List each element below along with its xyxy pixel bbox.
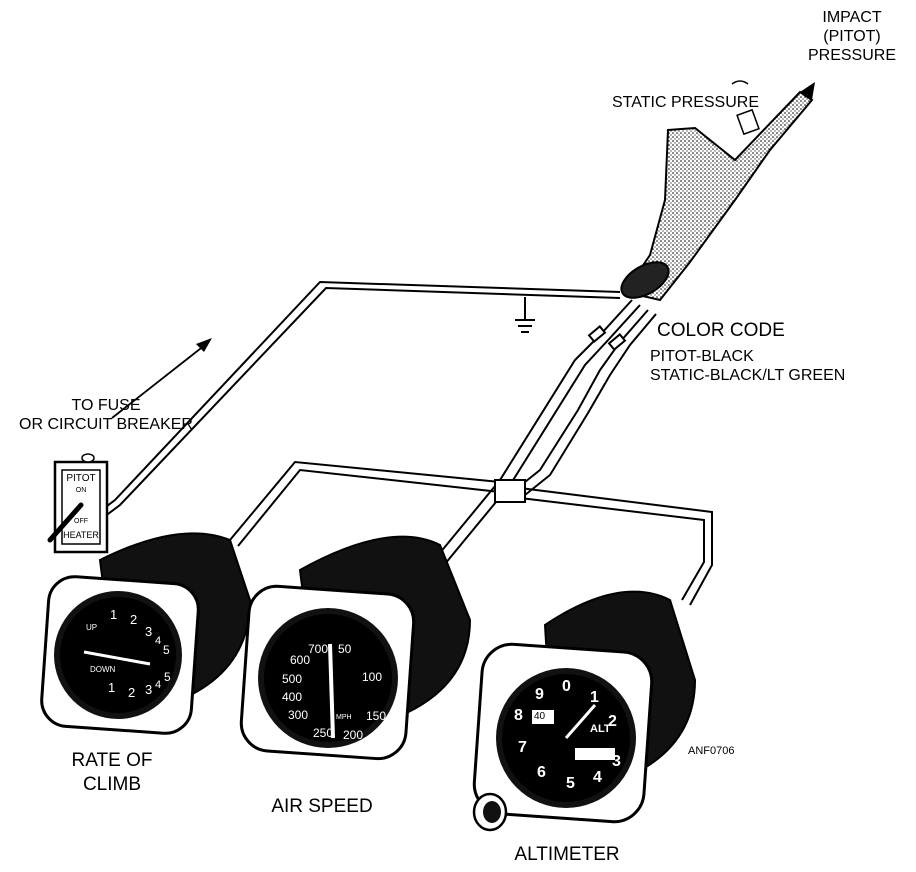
impact-label-line2: (PITOT)	[823, 28, 881, 45]
color-code-label: COLOR CODE	[657, 320, 785, 341]
static-pressure-label: STATIC PRESSURE	[612, 94, 759, 111]
vsi-up-4: 4	[155, 635, 162, 647]
to-fuse-label: TO FUSE	[71, 397, 141, 414]
pitot-static-lines	[429, 299, 657, 571]
static-manifold	[229, 460, 713, 606]
alt-9: 9	[535, 686, 544, 703]
rate-of-climb-label-line1: RATE OF	[71, 750, 153, 771]
vsi-down-label: DOWN	[90, 665, 116, 674]
alt-8: 8	[514, 707, 523, 724]
figure-id-label: ANF0706	[688, 745, 735, 757]
pitot-tube	[620, 80, 815, 302]
alt-7: 7	[518, 739, 527, 756]
rate-of-climb-label-line2: CLIMB	[82, 774, 142, 795]
asi-400: 400	[282, 690, 303, 704]
vsi-up-5: 5	[163, 643, 170, 657]
alt-5: 5	[566, 775, 575, 792]
pitot-black-label: PITOT-BLACK	[650, 348, 754, 365]
circuit-breaker-label: OR CIRCUIT BREAKER	[19, 416, 193, 433]
vsi-down-3: 3	[145, 682, 153, 697]
switch-label-on: ON	[75, 487, 87, 494]
alt-2: 2	[608, 713, 617, 730]
vsi-up-label: UP	[86, 623, 98, 632]
asi-50: 50	[338, 642, 352, 656]
vsi-up-3: 3	[145, 624, 153, 639]
impact-label-line3: PRESSURE	[807, 47, 897, 64]
alt-4: 4	[593, 769, 602, 786]
asi-500: 500	[282, 672, 303, 686]
asi-100: 100	[362, 670, 383, 684]
switch-label-top: PITOT	[66, 473, 96, 484]
asi-700: 700	[308, 642, 329, 656]
asi-200: 200	[343, 728, 364, 742]
pitot-heater-switch[interactable]	[47, 453, 109, 554]
alt-1: 1	[590, 689, 599, 706]
vsi-down-4: 4	[155, 679, 162, 691]
altimeter-gauge	[472, 590, 697, 832]
alt-0: 0	[562, 678, 571, 695]
alt-window: 40	[534, 711, 546, 722]
altimeter-label: ALTIMETER	[514, 844, 620, 865]
vsi-up-1: 1	[110, 607, 118, 622]
asi-unit: MPH	[336, 714, 352, 721]
static-black-green-label: STATIC-BLACK/LT GREEN	[650, 367, 846, 384]
impact-label-line1: IMPACT	[822, 9, 882, 26]
alt-label: ALT	[590, 723, 611, 735]
switch-label-bottom: HEATER	[63, 530, 99, 540]
asi-600: 600	[290, 653, 311, 667]
alt-3: 3	[612, 753, 621, 770]
switch-label-off: OFF	[74, 518, 88, 525]
heater-wire	[94, 280, 621, 521]
air-speed-label: AIR SPEED	[271, 796, 373, 817]
vsi-down-5: 5	[164, 670, 171, 684]
asi-250: 250	[313, 726, 334, 740]
asi-300: 300	[288, 708, 309, 722]
direction-arrow	[111, 338, 212, 419]
air-speed-gauge	[239, 535, 472, 761]
vsi-down-1: 1	[108, 680, 116, 695]
asi-150: 150	[366, 709, 387, 723]
alt-6: 6	[537, 764, 546, 781]
vsi-down-2: 2	[128, 685, 136, 700]
vsi-up-2: 2	[130, 612, 138, 627]
rate-of-climb-gauge	[40, 532, 252, 735]
